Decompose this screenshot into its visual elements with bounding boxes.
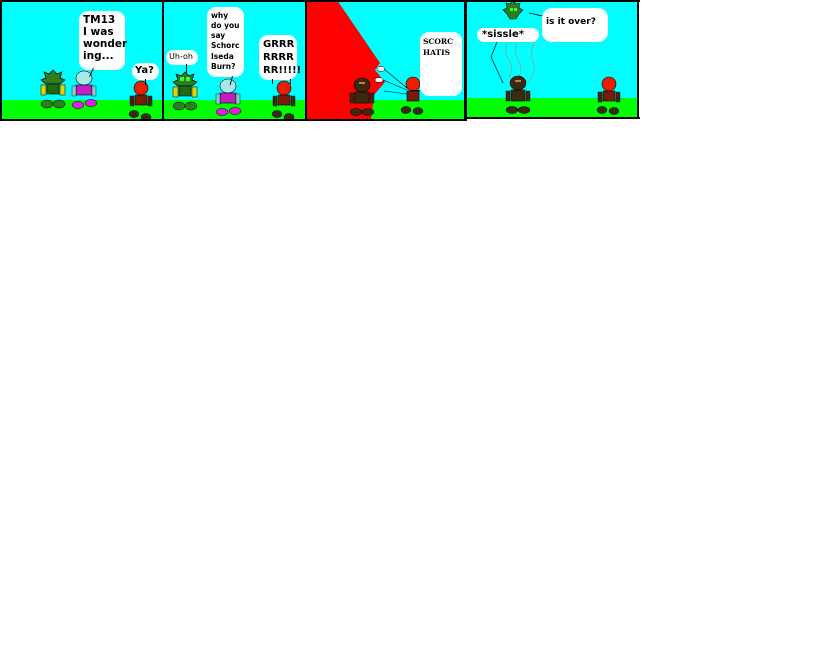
red-robot-icon <box>271 80 296 120</box>
bubble-tail <box>186 64 187 73</box>
bubble-text: SCORC HATIS <box>423 37 454 58</box>
speech-bubble: is it over? <box>542 8 608 42</box>
burnt-robot-icon <box>505 75 531 114</box>
speech-bubble: TM13 I was wonder ing... <box>79 11 128 70</box>
bottom-border-panel-4 <box>466 117 640 119</box>
speech-bubble: Uh-oh <box>166 50 198 65</box>
panel-divider-3 <box>464 0 467 121</box>
panel-1: TM13 I was wonder ing... Ya? <box>0 0 163 120</box>
speech-bubble: SCORC HATIS <box>420 32 462 96</box>
speech-bubble: GRRR RRRR RR!!!!! <box>259 35 301 80</box>
panel-2: Uh-oh why do you say Schorc Iseda Burn? … <box>164 0 306 120</box>
top-border <box>0 0 640 2</box>
comic-strip: TM13 I was wonder ing... Ya? <box>0 0 640 122</box>
panel-3: SCORC HATIS <box>307 0 465 120</box>
teal-robot-icon <box>71 70 98 109</box>
panel-divider-1 <box>162 0 164 121</box>
bubble-tail <box>272 79 273 84</box>
ground <box>0 100 163 120</box>
bubble-text: why do you say Schorc Iseda Burn? <box>211 11 240 71</box>
bubble-text: Uh-oh <box>169 52 193 61</box>
green-robot-icon <box>40 69 66 109</box>
green-robot-head-icon <box>502 0 524 20</box>
bubble-tail <box>290 79 291 84</box>
right-border <box>637 0 639 119</box>
speech-bubble: *sissle* <box>477 28 539 42</box>
red-robot-icon <box>596 76 621 115</box>
left-border <box>0 0 2 121</box>
bubble-text: is it over? <box>546 17 596 27</box>
speech-bubble: Ya? <box>132 63 159 80</box>
bubble-text: TM13 I was wonder ing... <box>83 14 128 63</box>
bubble-text: GRRR RRRR RR!!!!! <box>263 39 302 76</box>
bubble-text: Ya? <box>135 65 154 76</box>
speech-bubble: why do you say Schorc Iseda Burn? <box>207 7 244 77</box>
teal-robot-icon <box>215 78 242 116</box>
bubble-text: *sissle* <box>482 29 524 40</box>
bubble-tail <box>411 90 420 91</box>
smoke-lines <box>490 12 548 84</box>
green-robot-icon <box>172 71 198 111</box>
burnt-robot-icon <box>349 77 375 116</box>
bottom-border <box>0 119 466 121</box>
panel-4: *sissle* is it over? <box>467 0 637 118</box>
red-robot-icon <box>128 80 153 120</box>
bubble-tail <box>145 79 146 85</box>
panel-divider-2 <box>305 0 307 121</box>
